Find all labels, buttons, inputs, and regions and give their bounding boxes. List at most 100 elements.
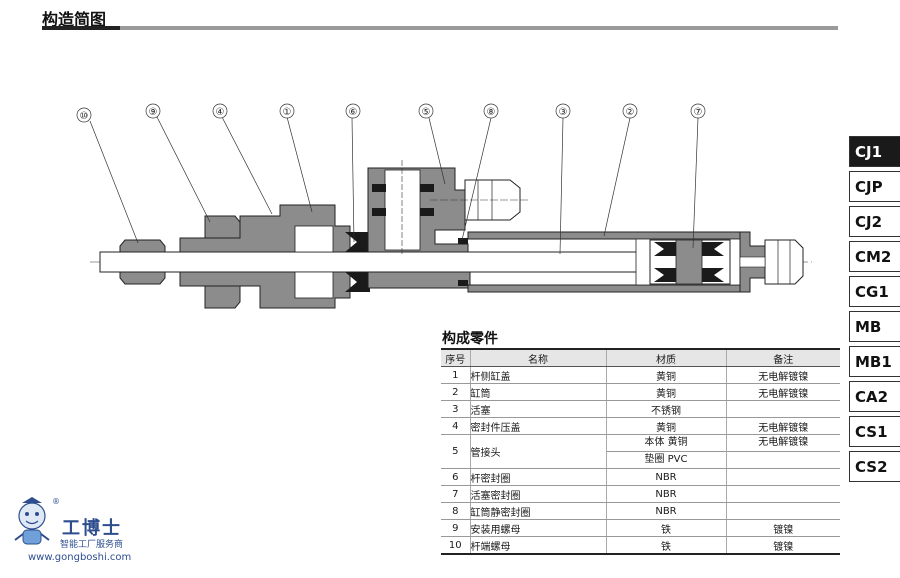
cell-name: 安装用螺母 (469, 519, 606, 537)
callout-markers: ⑩ ⑨ ④ ① ⑥ ⑤ ⑧ ③ ② ⑦ (76, 103, 706, 123)
page-title: 构造简图 (42, 10, 107, 29)
callout-6: ⑥ (349, 107, 358, 118)
table-row: 7 活塞密封圈 NBR (441, 485, 840, 503)
tab-ca2[interactable]: CA2 (849, 381, 900, 412)
callout-2: ② (626, 107, 635, 118)
cylinder-section-diagram: ⑩ ⑨ ④ ① ⑥ ⑤ ⑧ ③ ② ⑦ (76, 103, 812, 309)
rod-seal (345, 232, 370, 252)
column-header-name: 名称 (469, 348, 606, 367)
cell-note: 镀镍 (725, 536, 840, 555)
callout-4-marker (212, 103, 228, 119)
cell-no: 2 (441, 383, 470, 401)
table-row: 3 活塞 不锈钢 (441, 400, 840, 418)
cell-no: 5 (441, 434, 470, 469)
cell-no: 1 (441, 366, 470, 384)
cell-no: 7 (441, 485, 470, 503)
callout-1: ① (283, 107, 292, 118)
callout-1-marker (279, 103, 295, 119)
cell-name: 密封件压盖 (469, 417, 606, 435)
cell-material: 不锈钢 (605, 400, 726, 418)
watermark-logo: ® (14, 497, 60, 545)
callout-10: ⑩ (80, 111, 89, 122)
cell-no: 8 (441, 502, 470, 520)
rear-hose-barb (764, 239, 804, 285)
cell-name: 杆密封圈 (469, 468, 606, 486)
column-header-note: 备注 (725, 348, 840, 367)
cell-material: 铁 (605, 519, 726, 537)
static-seal (458, 238, 468, 244)
callout-9: ⑨ (149, 107, 158, 118)
callout-5: ⑤ (422, 107, 431, 118)
tab-cjp[interactable]: CJP (849, 171, 900, 202)
tab-cj1[interactable]: CJ1 (849, 136, 900, 167)
table-row: 5 管接头 本体 黄铜 垫圈 PVC 无电解镀镍 (441, 434, 840, 469)
callout-4: ④ (216, 107, 225, 118)
callout-6-marker (345, 103, 361, 119)
cell-name: 缸筒 (469, 383, 606, 401)
table-row: 10 杆端螺母 铁 镀镍 (441, 536, 840, 555)
tab-cs1[interactable]: CS1 (849, 416, 900, 447)
cell-material: 本体 黄铜 垫圈 PVC (605, 434, 726, 469)
tab-mb1[interactable]: MB1 (849, 346, 900, 377)
mascot-icon (14, 497, 50, 545)
cell-note: 无电解镀镍 (725, 366, 840, 384)
tab-cj2[interactable]: CJ2 (849, 206, 900, 237)
cell-note: 镀镍 (725, 519, 840, 537)
cell-no: 10 (441, 536, 470, 555)
cell-no: 3 (441, 400, 470, 418)
callout-5-marker (418, 103, 434, 119)
cell-no: 9 (441, 519, 470, 537)
logo-url[interactable]: www.gongboshi.com (28, 552, 132, 563)
callout-7: ⑦ (694, 107, 703, 118)
cell-name: 缸筒静密封圈 (469, 502, 606, 520)
cell-material: NBR (605, 502, 726, 520)
cell-material: 黄铜 (605, 383, 726, 401)
cell-note (725, 485, 840, 503)
tab-mb[interactable]: MB (849, 311, 900, 342)
parts-table: 序号 名称 材质 备注 1 杆侧缸盖 黄铜 无电解镀镍 2 缸筒 黄铜 无电解镀… (441, 348, 840, 555)
cell-name: 活塞密封圈 (469, 485, 606, 503)
cell-no: 6 (441, 468, 470, 486)
cell-note (725, 502, 840, 520)
callout-2-marker (622, 103, 638, 119)
cell-name: 管接头 (469, 434, 606, 469)
material-gasket: 垫圈 PVC (606, 451, 726, 468)
callout-9-marker (145, 103, 161, 119)
piston-rod (99, 251, 661, 273)
table-header-row: 序号 名称 材质 备注 (441, 348, 840, 367)
leader-lines (89, 116, 699, 255)
cell-note (725, 468, 840, 486)
cell-note: 无电解镀镍 (725, 383, 840, 401)
logo-subtitle: 智能工厂服务商 (60, 540, 124, 550)
cell-material: 黄铜 (605, 417, 726, 435)
cell-material: NBR (605, 468, 726, 486)
cylinder-tube (467, 231, 747, 240)
logo-name: 工博士 (62, 518, 122, 539)
callout-7-marker (690, 103, 706, 119)
tab-cg1[interactable]: CG1 (849, 276, 900, 307)
registered-mark: ® (52, 497, 60, 506)
cell-material: NBR (605, 485, 726, 503)
table-row: 9 安装用螺母 铁 镀镍 (441, 519, 840, 537)
cell-name: 杆端螺母 (469, 536, 606, 555)
cell-material: 黄铜 (605, 366, 726, 384)
table-row: 8 缸筒静密封圈 NBR (441, 502, 840, 520)
cell-material: 铁 (605, 536, 726, 555)
table-row: 1 杆侧缸盖 黄铜 无电解镀镍 (441, 366, 840, 384)
series-tab-list: CJ1 CJP CJ2 CM2 CG1 MB MB1 CA2 CS1 CS2 (849, 136, 900, 486)
note-body: 无电解镀镍 (758, 437, 809, 448)
column-header-no: 序号 (441, 348, 470, 367)
cell-name: 杆侧缸盖 (469, 366, 606, 384)
parts-table-title: 构成零件 (442, 331, 498, 347)
callout-10-marker (76, 107, 92, 123)
table-row: 4 密封件压盖 黄铜 无电解镀镍 (441, 417, 840, 435)
cell-no: 4 (441, 417, 470, 435)
tab-cm2[interactable]: CM2 (849, 241, 900, 272)
title-rule-accent (42, 26, 120, 30)
cell-note: 无电解镀镍 (725, 417, 840, 435)
table-row: 2 缸筒 黄铜 无电解镀镍 (441, 383, 840, 401)
cell-note: 无电解镀镍 (725, 434, 840, 469)
tab-cs2[interactable]: CS2 (849, 451, 900, 482)
callout-3-marker (555, 103, 571, 119)
note-gasket (726, 451, 840, 468)
